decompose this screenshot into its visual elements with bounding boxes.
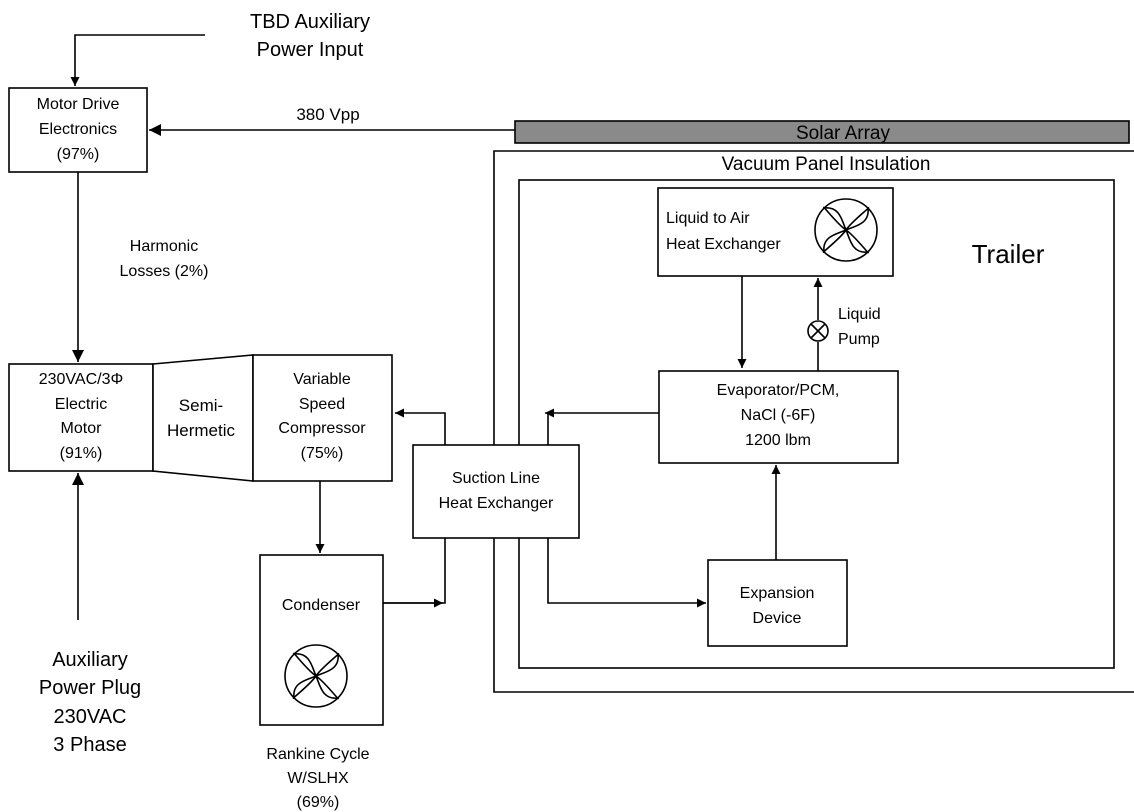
slhx-label: Suction Line <box>452 470 540 487</box>
vacuum-panel-outline <box>493 150 1134 693</box>
motor-drive-box <box>8 87 148 173</box>
electric-motor-label: Electric <box>55 396 107 413</box>
expansion-device-label: Expansion <box>740 585 815 602</box>
aux-plug-label: Power Plug <box>39 677 141 699</box>
compressor-label: Compressor <box>278 420 366 437</box>
motor-drive-label: Motor Drive <box>37 96 120 113</box>
evaporator-box <box>658 370 899 464</box>
liquid-air-hx-box <box>657 187 894 277</box>
solar-array-bar <box>514 120 1130 144</box>
tbd-input-arrow <box>70 34 205 86</box>
compressor-label: Speed <box>299 396 345 413</box>
semi-hermetic-connector <box>152 354 254 482</box>
compressor-label: (75%) <box>301 445 344 462</box>
liquid-air-hx-label: Heat Exchanger <box>666 236 781 253</box>
vpp-label: 380 Vpp <box>296 105 359 124</box>
electric-motor-label: Motor <box>61 420 103 437</box>
trailer-label: Trailer <box>972 239 1045 269</box>
fan-icon <box>814 198 878 262</box>
trailer-outline <box>518 179 1115 669</box>
condenser-to-slhx-line <box>383 538 446 604</box>
evaporator-label: NaCl (-6F) <box>741 407 816 424</box>
condenser-label: Condenser <box>282 597 361 614</box>
electric-motor-label: (91%) <box>60 445 103 462</box>
compressor-box <box>252 354 393 482</box>
compressor-label: Variable <box>293 371 351 388</box>
vacuum-panel-label: Vacuum Panel Insulation <box>722 154 931 175</box>
aux-plug-label: Auxiliary <box>52 649 128 671</box>
evaporator-label: Evaporator/PCM, <box>717 382 840 399</box>
liquid-pump-label: Liquid <box>838 306 881 323</box>
pump-valve-icon <box>807 320 829 342</box>
liquid-pump-label: Pump <box>838 331 880 348</box>
rankine-cycle-label: W/SLHX <box>287 770 349 787</box>
rankine-cycle-label: Rankine Cycle <box>266 746 369 763</box>
condenser-box <box>259 554 384 726</box>
slhx-to-expansion-arrow <box>547 538 706 608</box>
liquid-air-hx-label: Liquid to Air <box>666 210 750 227</box>
tbd-input-label: Power Input <box>257 39 364 61</box>
tbd-input-label: TBD Auxiliary <box>250 11 370 33</box>
expansion-device-box <box>707 559 848 647</box>
aux-plug-label: 3 Phase <box>53 734 126 756</box>
harmonic-losses-label: Losses (2%) <box>120 263 209 280</box>
semi-hermetic-label: Semi- <box>179 396 223 415</box>
semi-hermetic-label: Hermetic <box>167 421 236 440</box>
slhx-box <box>412 444 580 539</box>
solar-array-label: Solar Array <box>796 123 890 144</box>
motor-drive-label: Electronics <box>39 121 117 138</box>
electric-motor-box <box>8 363 154 472</box>
fan-icon <box>284 644 348 708</box>
rankine-cycle-label: (69%) <box>297 794 340 811</box>
evaporator-label: 1200 lbm <box>745 432 811 449</box>
aux-plug-label: 230VAC <box>53 706 126 728</box>
slhx-label: Heat Exchanger <box>439 495 554 512</box>
electric-motor-label: 230VAC/3Φ <box>39 371 124 388</box>
motor-drive-label: (97%) <box>57 146 100 163</box>
expansion-device-label: Device <box>753 610 802 627</box>
harmonic-losses-label: Harmonic <box>130 238 198 255</box>
slhx-suction-outlet <box>395 408 446 445</box>
